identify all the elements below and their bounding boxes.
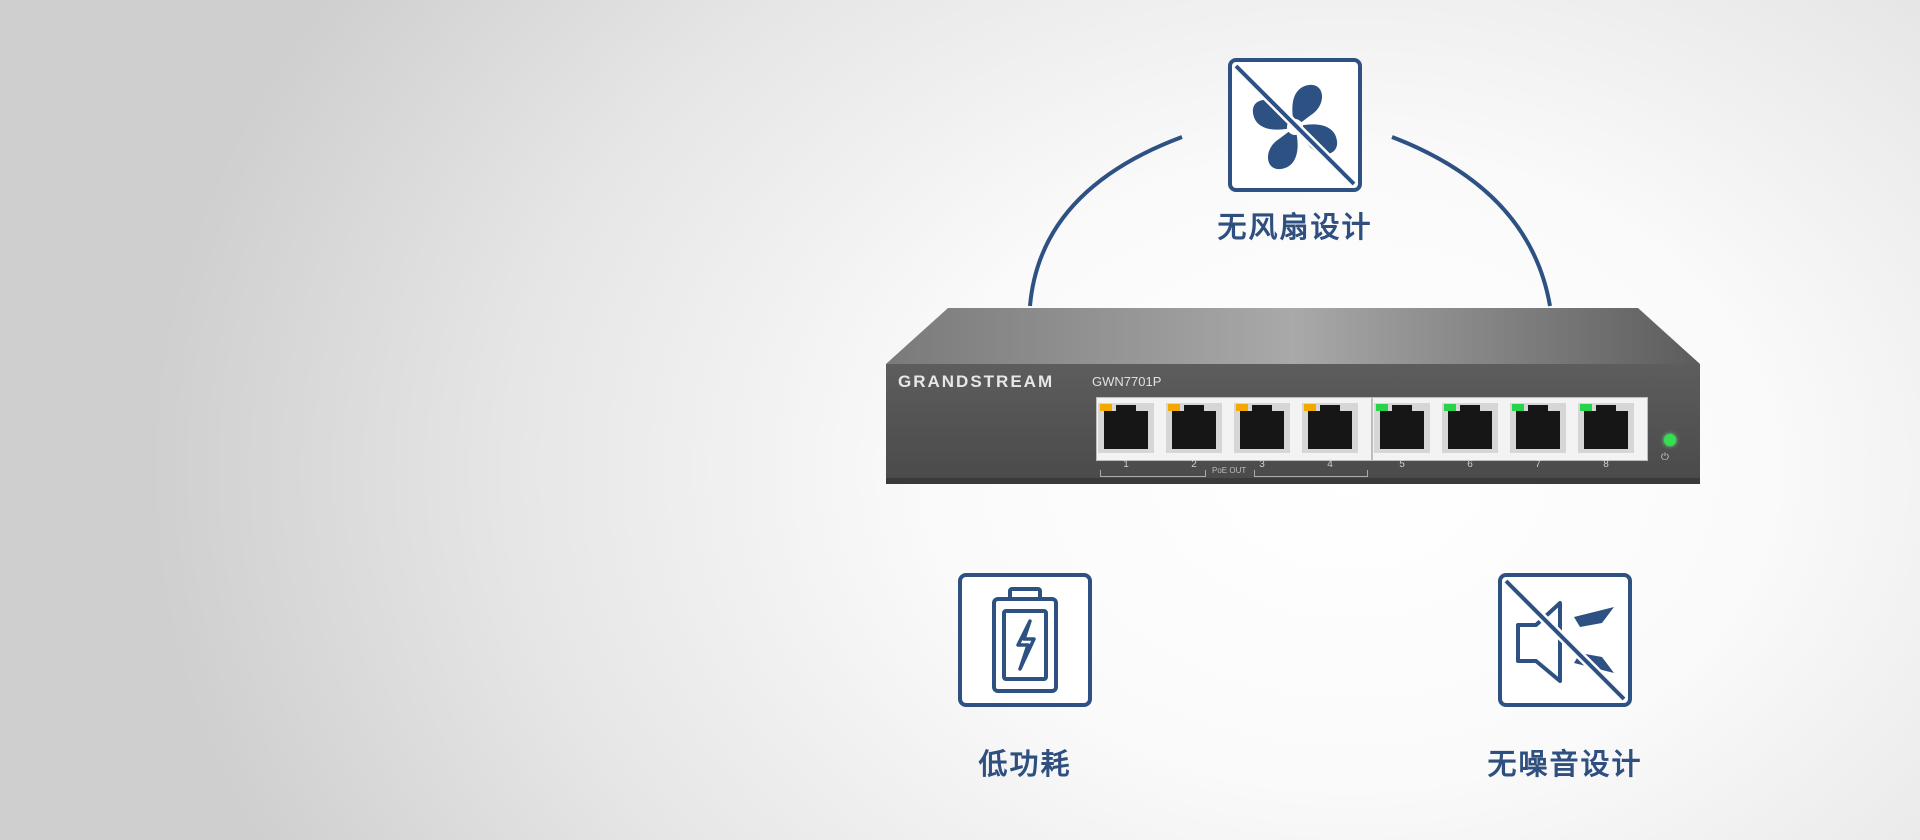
port-number-label: 2	[1191, 459, 1197, 470]
ethernet-port-7	[1510, 403, 1566, 453]
brand-logo: GRANDSTREAM	[898, 372, 1055, 391]
rj45-jack	[1380, 405, 1424, 449]
ethernet-port-8	[1578, 403, 1634, 453]
port-status-led	[1376, 404, 1388, 411]
rj45-jack	[1448, 405, 1492, 449]
poe-bracket-left	[1100, 470, 1206, 477]
rj45-jack	[1308, 405, 1352, 449]
port-status-led	[1512, 404, 1524, 411]
feature-low-power-label: 低功耗	[978, 747, 1072, 781]
ethernet-port-5	[1374, 403, 1430, 453]
feature-silent-label: 无噪音设计	[1487, 747, 1643, 781]
network-switch: GRANDSTREAM GWN7701P PoE OUT ⏻ 1 2 3 4 5 6 7 8	[882, 306, 1706, 486]
rj45-jack	[1584, 405, 1628, 449]
port-status-led	[1304, 404, 1316, 411]
feature-fanless-label: 无风扇设计	[1217, 210, 1373, 244]
feature-silent: 无噪音设计	[1470, 573, 1660, 783]
speaker-muted-crossed-icon	[1498, 573, 1632, 707]
model-number: GWN7701P	[1092, 374, 1162, 389]
ethernet-port-4	[1302, 403, 1358, 453]
port-number-label: 8	[1603, 459, 1609, 470]
port-status-led	[1100, 404, 1112, 411]
ethernet-port-3	[1234, 403, 1290, 453]
feature-low-power: 低功耗	[935, 573, 1115, 783]
port-number-label: 5	[1399, 459, 1405, 470]
port-status-led	[1168, 404, 1180, 411]
port-number-label: 1	[1123, 459, 1129, 470]
power-icon: ⏻	[1661, 452, 1669, 463]
battery-bolt-icon	[958, 573, 1092, 707]
port-status-led	[1444, 404, 1456, 411]
poe-out-label: PoE OUT	[1212, 466, 1247, 475]
poe-bracket-right	[1254, 470, 1368, 477]
port-number-label: 3	[1259, 459, 1265, 470]
port-status-led	[1236, 404, 1248, 411]
ethernet-port-1	[1098, 403, 1154, 453]
rj45-jack	[1240, 405, 1284, 449]
rj45-jack	[1516, 405, 1560, 449]
ethernet-port-6	[1442, 403, 1498, 453]
port-status-led	[1580, 404, 1592, 411]
fan-crossed-icon	[1228, 58, 1362, 192]
rj45-jack	[1104, 405, 1148, 449]
ethernet-port-2	[1166, 403, 1222, 453]
port-number-label: 6	[1467, 459, 1473, 470]
feature-fanless: 无风扇设计	[1205, 58, 1385, 246]
port-number-label: 7	[1535, 459, 1541, 470]
port-number-label: 4	[1327, 459, 1333, 470]
power-led	[1664, 434, 1676, 446]
rj45-jack	[1172, 405, 1216, 449]
